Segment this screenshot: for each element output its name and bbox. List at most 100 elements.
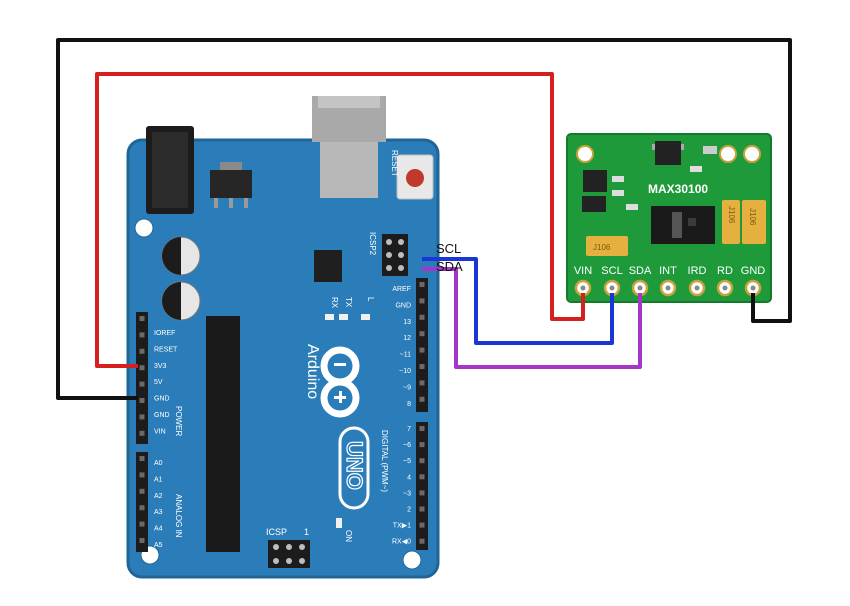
- icsp2-header: [382, 234, 408, 276]
- header-pin: [139, 521, 145, 527]
- pin-label: 7: [407, 426, 411, 433]
- header-pin: [419, 474, 425, 480]
- sensor-pin-hole: [609, 285, 615, 291]
- pin-label: 3V3: [154, 363, 167, 370]
- svg-text:J106: J106: [748, 208, 757, 226]
- tx-label: TX: [344, 297, 353, 308]
- pin-label: A2: [154, 493, 163, 500]
- arduino-pcb: [126, 138, 440, 579]
- header-pin: [139, 332, 145, 338]
- pin-label: ~6: [403, 442, 411, 449]
- pin-label: IOREF: [154, 330, 175, 337]
- sensor-pin-label: SCL: [601, 265, 622, 277]
- sensor-pin-label: VIN: [574, 265, 592, 277]
- pin-label: A5: [154, 542, 163, 549]
- power-header: [136, 312, 148, 444]
- sensor-pin-hole: [665, 285, 671, 291]
- sensor-pin-hole: [694, 285, 700, 291]
- arduino-uno-board: RESET ICSP2 TX RX L: [126, 96, 440, 579]
- pin-label: ~5: [403, 458, 411, 465]
- rx-led: [325, 314, 334, 320]
- wire-scl: [422, 257, 614, 345]
- pin-label: A3: [154, 509, 163, 516]
- rx-label: RX: [330, 297, 339, 309]
- pin-label: GND: [395, 302, 411, 309]
- reset-button: [396, 154, 434, 200]
- header-pin: [139, 316, 145, 321]
- on-label: ON: [344, 530, 353, 542]
- sda-label: SDA: [436, 259, 463, 274]
- power-label: POWER: [174, 406, 183, 436]
- pin-label: AREF: [392, 286, 411, 293]
- header-pin: [419, 282, 425, 287]
- header-pin: [419, 506, 425, 512]
- header-pin: [139, 430, 145, 436]
- sensor-hole: [743, 145, 761, 163]
- pin-label: VIN: [154, 428, 166, 435]
- pin-label: ~9: [403, 384, 411, 391]
- capacitor: [161, 236, 201, 276]
- sensor-pin-label: GND: [741, 265, 766, 277]
- pin-label: 5V: [154, 379, 163, 386]
- pin-label: 4: [407, 474, 411, 481]
- capacitor-j106: J106: [586, 236, 628, 256]
- icsp-header: [268, 540, 310, 568]
- header-pin: [419, 331, 425, 337]
- tx-led: [339, 314, 348, 320]
- icsp-pin1-label: 1: [304, 527, 309, 537]
- sensor-hole: [576, 145, 594, 163]
- mounting-hole: [134, 218, 154, 238]
- capacitor-j106: J106: [722, 200, 740, 244]
- pin-label: RX◀0: [392, 539, 411, 546]
- sensor-pin-label: RD: [717, 265, 733, 277]
- header-pin: [419, 490, 425, 496]
- header-pin: [419, 442, 425, 448]
- header-pin: [139, 472, 145, 478]
- svg-text:J106: J106: [593, 243, 611, 252]
- small-ic: [583, 170, 607, 192]
- header-pin: [419, 522, 425, 528]
- wires: SCL SDA: [56, 38, 792, 400]
- header-pin: [139, 505, 145, 511]
- sensor-pin-label: IRD: [688, 265, 707, 277]
- scl-label: SCL: [436, 241, 461, 256]
- wire-vin: [95, 72, 585, 368]
- voltage-regulator: [210, 162, 252, 208]
- sensor-pin-label: INT: [659, 265, 677, 277]
- header-pin: [139, 398, 145, 403]
- analog-label: ANALOG IN: [174, 494, 183, 538]
- sensor-title: MAX30100: [648, 182, 708, 196]
- small-ic: [582, 196, 606, 212]
- arduino-logo-icon: [320, 346, 360, 418]
- sensor-pin-hole: [637, 285, 643, 291]
- capacitor: [161, 281, 201, 321]
- pin-label: TX▶1: [393, 523, 411, 530]
- pin-label: A1: [154, 476, 163, 483]
- pin-label: 13: [403, 319, 411, 326]
- digital-label: DIGITAL (PWM~): [380, 430, 389, 492]
- header-pin: [419, 364, 425, 369]
- usb-chip: [314, 250, 342, 282]
- digital-header-top: [416, 278, 428, 412]
- pin-label: GND: [154, 412, 170, 419]
- sensor-pin-hole: [580, 285, 586, 291]
- header-pin: [419, 426, 425, 431]
- pin-label: A4: [154, 526, 163, 533]
- header-pins: [139, 282, 425, 544]
- regulator-ic: [655, 141, 681, 165]
- header-pin: [419, 396, 425, 402]
- sensor-pin-hole: [722, 285, 728, 291]
- svg-text:J106: J106: [727, 206, 736, 224]
- pin-label: ~11: [400, 352, 411, 359]
- header-pin: [419, 298, 425, 304]
- header-pin: [139, 348, 145, 354]
- header-pin: [139, 365, 145, 371]
- header-pin: [419, 538, 425, 544]
- pin-label: ~3: [403, 490, 411, 497]
